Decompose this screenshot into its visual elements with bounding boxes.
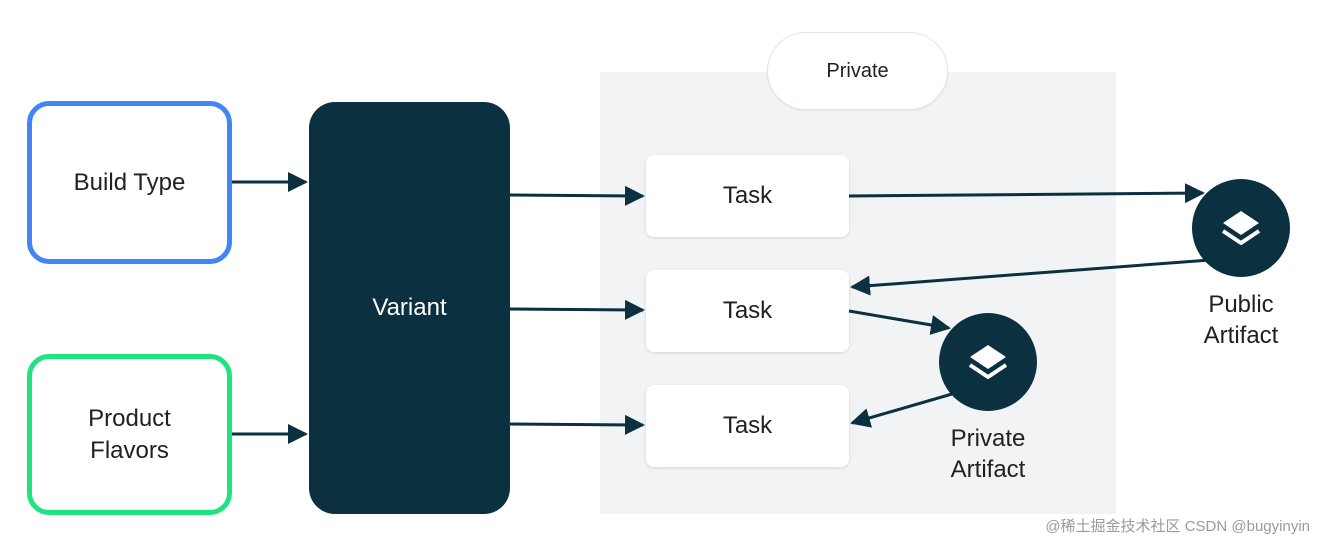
layers-icon	[968, 345, 1008, 379]
task-label-2: Task	[722, 297, 773, 324]
task-label-3: Task	[722, 412, 773, 439]
product-flavors-label: Product Flavors	[88, 404, 171, 464]
private-artifact-node	[939, 313, 1037, 411]
build-type-label: Build Type	[73, 168, 186, 196]
task-box-3: Task	[646, 385, 849, 467]
public-artifact-label: Public Artifact	[1203, 291, 1279, 349]
private-region-label: Private	[767, 32, 948, 110]
public-artifact-node	[1192, 179, 1290, 277]
watermark: @稀土掘金技术社区 CSDN @bugyinyin	[1045, 518, 1310, 535]
product-flavors-box: Product Flavors	[27, 354, 232, 515]
variant-box: Variant	[309, 102, 510, 514]
task-box-2: Task	[646, 270, 849, 352]
private-artifact-label: Private Artifact	[950, 425, 1026, 483]
build-type-box: Build Type	[27, 101, 232, 264]
task-box-1: Task	[646, 155, 849, 237]
variant-label: Variant	[372, 294, 447, 321]
task-label-1: Task	[722, 182, 773, 209]
layers-icon	[1221, 211, 1261, 245]
